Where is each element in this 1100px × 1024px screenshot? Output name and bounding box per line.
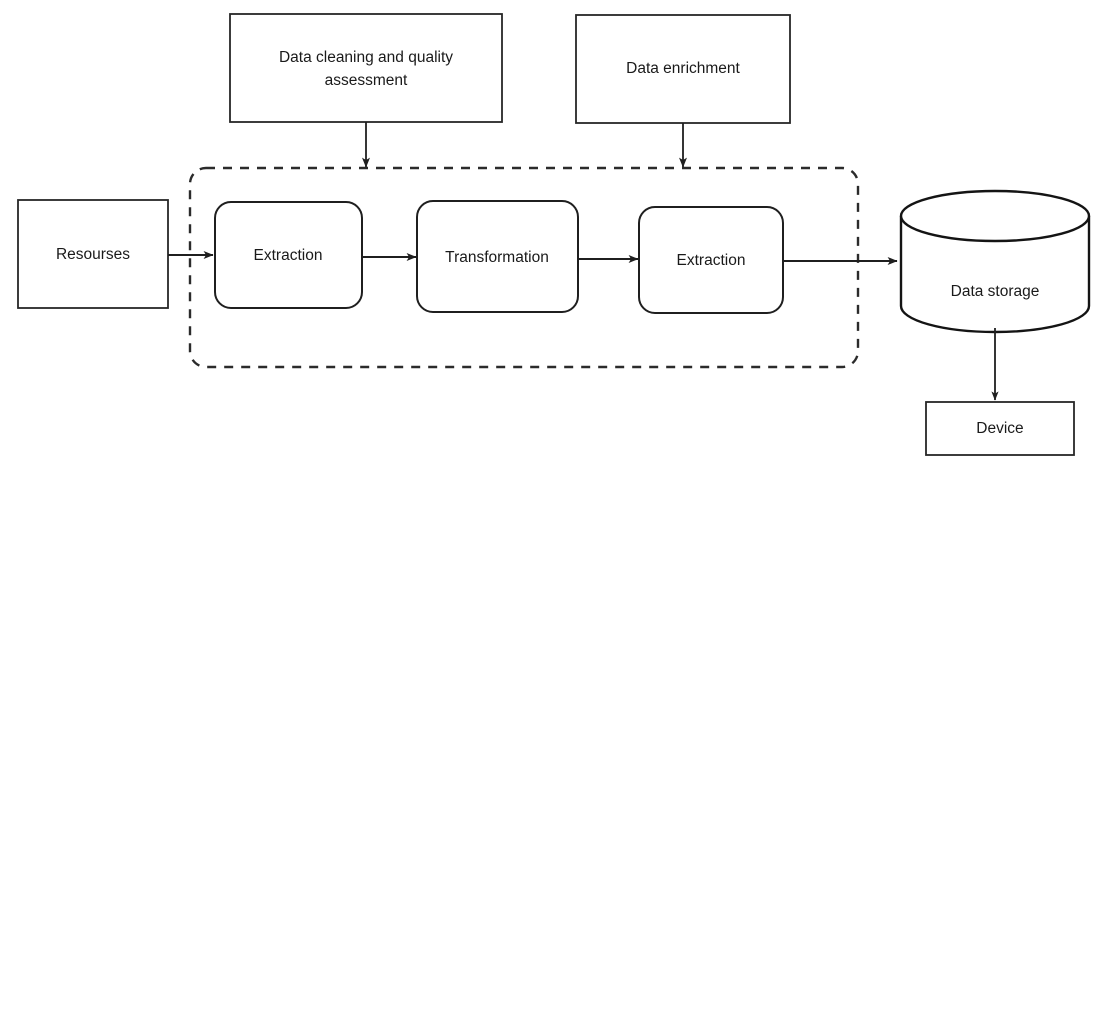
node-extraction-2-label: Extraction [677,252,746,269]
node-data-cleaning-label-line1: Data cleaning and quality [279,49,453,66]
node-data-enrichment-label: Data enrichment [626,60,740,77]
node-device-label: Device [976,420,1023,437]
node-device-box[interactable] [925,401,1075,456]
node-resources-box[interactable] [17,199,169,309]
node-resources-label: Resourses [56,246,130,263]
node-transformation-box[interactable] [416,200,579,313]
data-storage-cylinder-top [899,189,1091,243]
node-data-cleaning-label-line2: assessment [325,72,408,89]
node-data-storage-label: Data storage [951,283,1040,300]
node-data-cleaning-box[interactable] [229,13,503,123]
node-transformation-label: Transformation [445,249,549,266]
node-data-storage-cylinder[interactable] [899,189,1091,334]
node-extraction-1-label: Extraction [254,247,323,264]
node-extraction-1-box[interactable] [214,201,363,309]
